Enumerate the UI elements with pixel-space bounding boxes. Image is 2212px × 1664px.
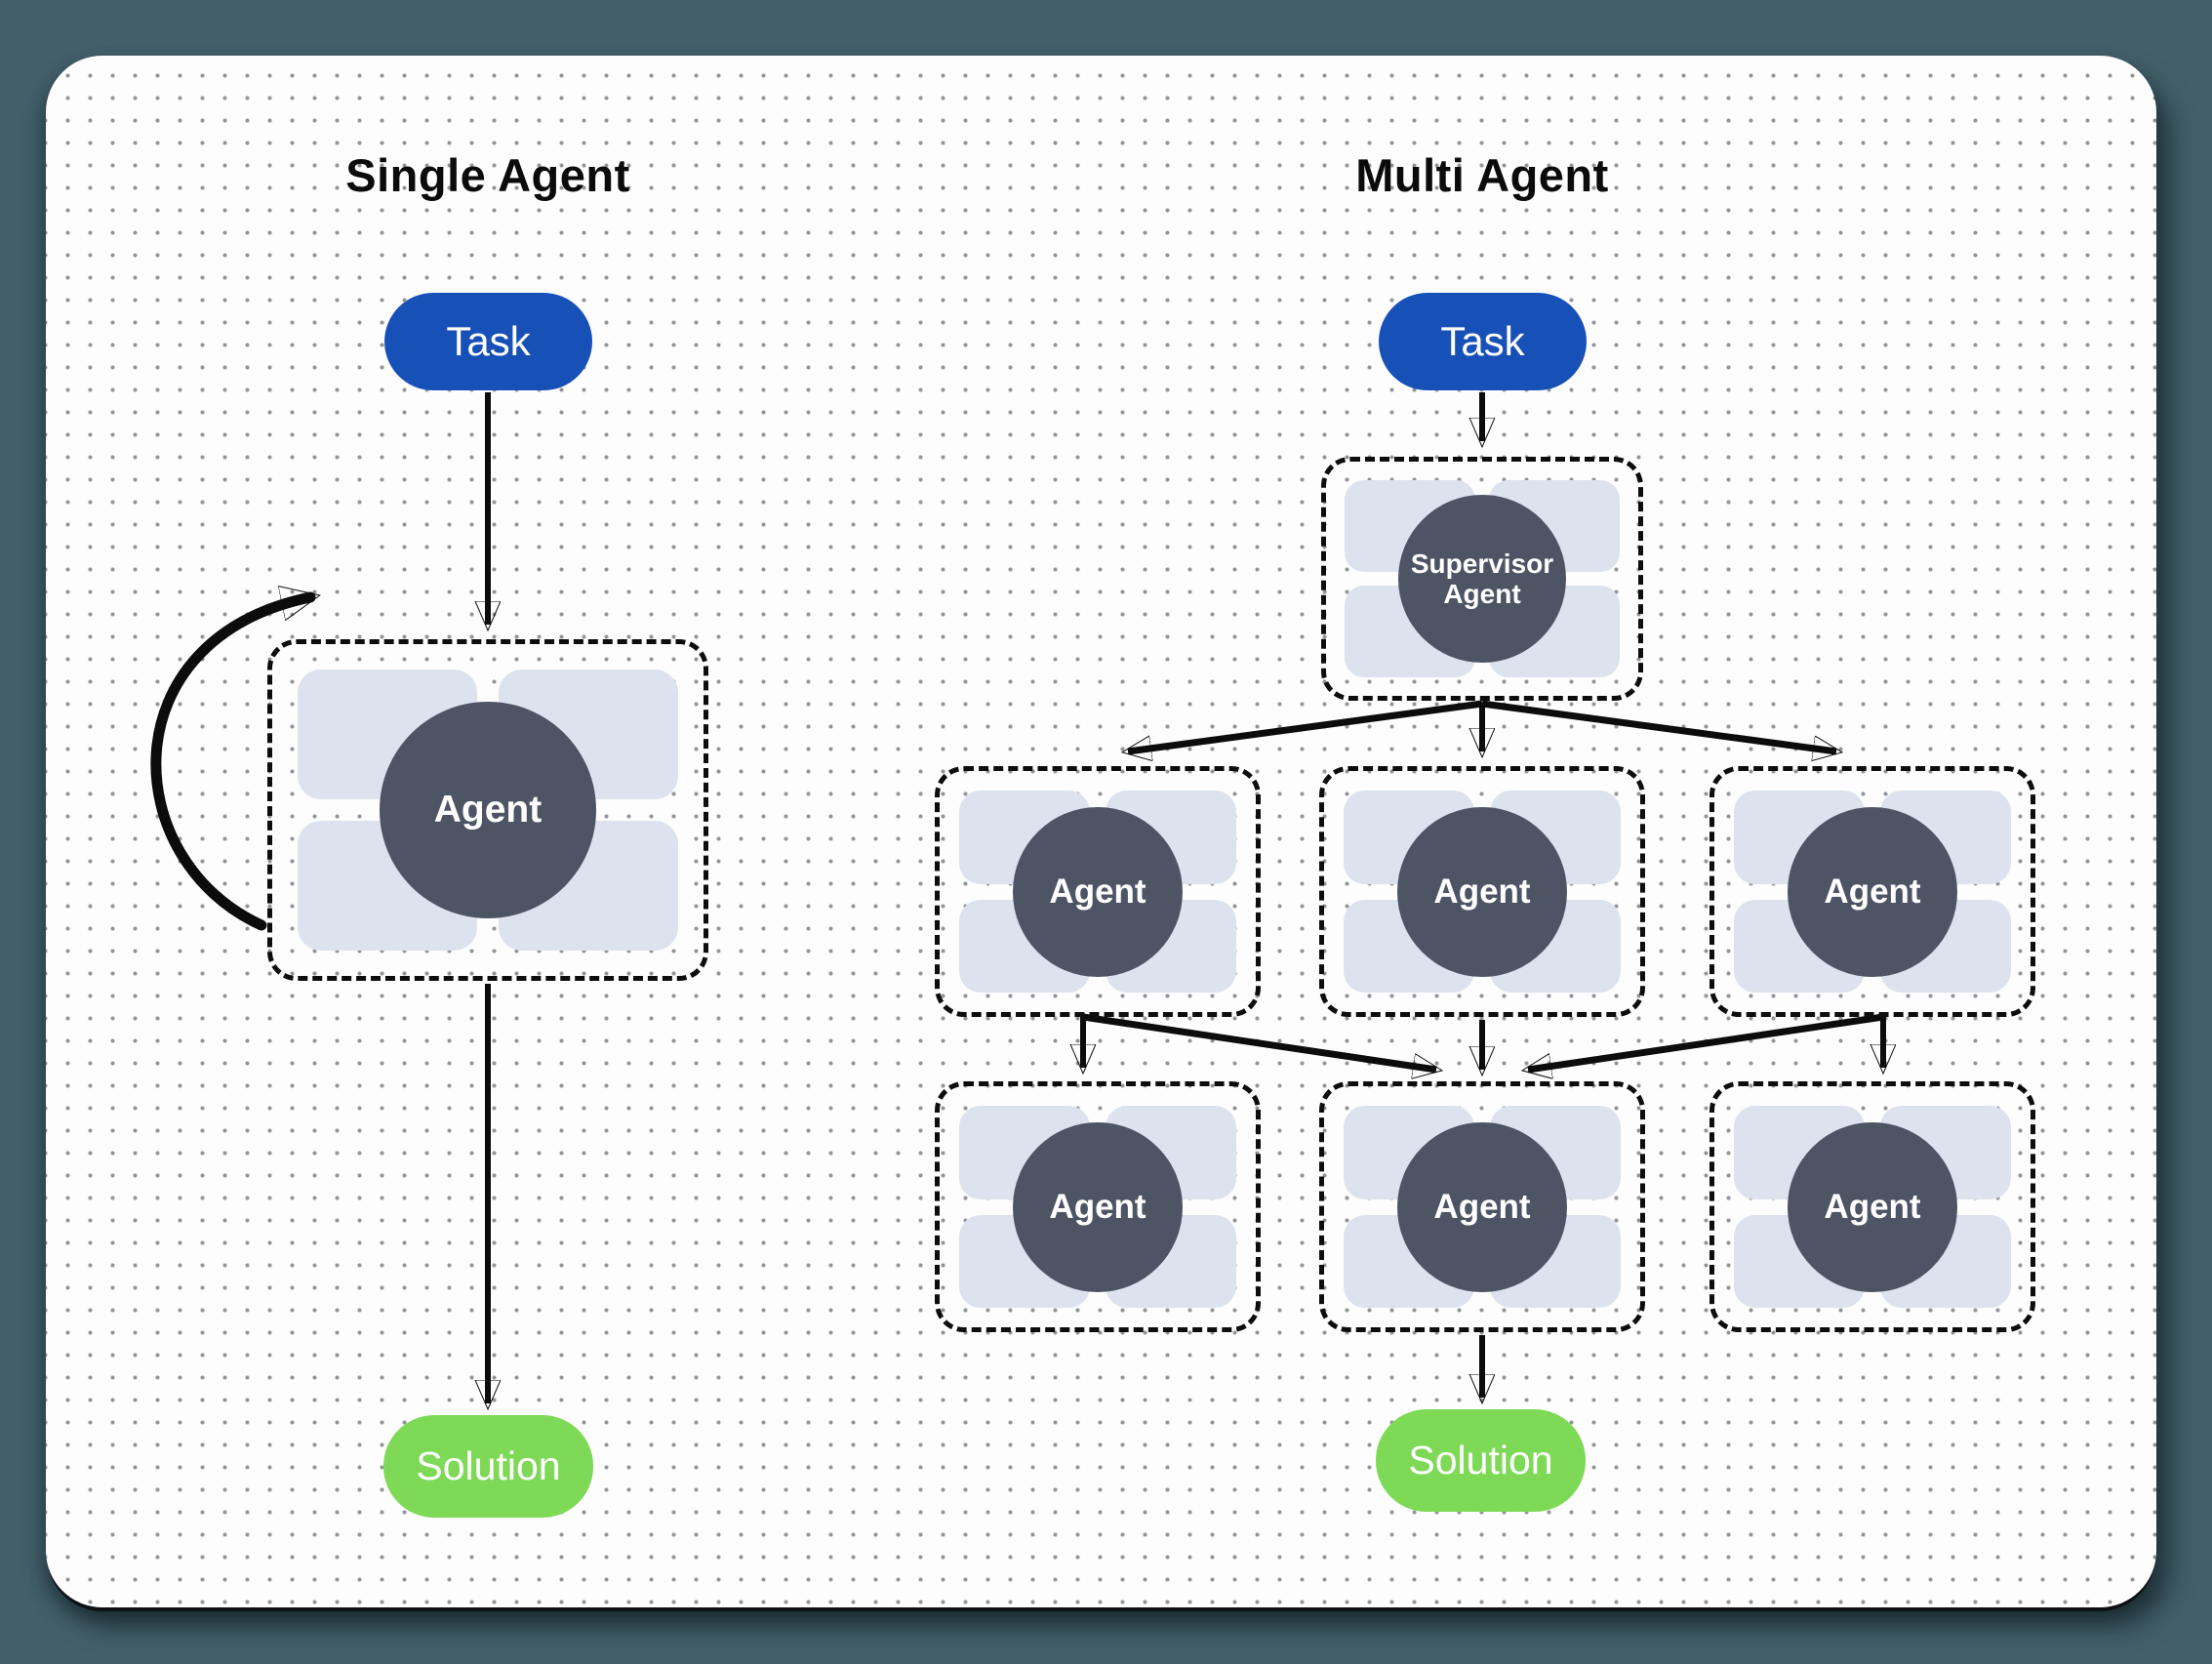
supervisor-label-line2: Agent: [1443, 579, 1521, 609]
agent-circle: Agent: [380, 702, 596, 918]
solution-label: Solution: [1408, 1438, 1553, 1482]
task-label: Task: [446, 318, 531, 364]
agent-label: Agent: [1049, 1187, 1146, 1226]
solution-node-multi: Solution: [1376, 1409, 1586, 1512]
single-agent-title: Single Agent: [345, 149, 630, 201]
agent-label: Agent: [1433, 872, 1531, 911]
bottom-agent-box-2: Agent: [1319, 1081, 1645, 1332]
middle-agent-box-1: Agent: [935, 766, 1261, 1017]
bottom-agent-box-3: Agent: [1709, 1081, 2035, 1332]
agent-circle: Agent: [1788, 806, 1957, 977]
single-agent-box: Agent: [267, 639, 708, 981]
agent-label: Agent: [433, 789, 543, 832]
agent-label: Agent: [1824, 872, 1921, 911]
agent-label: Agent: [1049, 872, 1146, 911]
supervisor-circle: Supervisor Agent: [1398, 495, 1566, 663]
agent-circle: Agent: [1013, 806, 1183, 977]
task-label: Task: [1440, 318, 1525, 364]
agent-label: Agent: [1433, 1187, 1531, 1226]
solution-label: Solution: [416, 1443, 561, 1488]
supervisor-label-line1: Supervisor: [1410, 548, 1554, 579]
middle-agent-box-2: Agent: [1319, 766, 1645, 1017]
supervisor-agent-box: Supervisor Agent: [1321, 457, 1643, 701]
bottom-agent-box-1: Agent: [935, 1081, 1261, 1332]
agent-circle: Agent: [1788, 1121, 1957, 1292]
multi-agent-title: Multi Agent: [1355, 149, 1609, 201]
agent-circle: Agent: [1013, 1121, 1183, 1292]
middle-agent-box-3: Agent: [1709, 766, 2035, 1017]
agent-label: Agent: [1824, 1187, 1921, 1226]
task-node-multi: Task: [1379, 293, 1587, 390]
agent-circle: Agent: [1397, 1121, 1567, 1292]
solution-node-single: Solution: [383, 1415, 593, 1518]
task-node-single: Task: [384, 293, 592, 390]
agent-circle: Agent: [1397, 806, 1567, 977]
